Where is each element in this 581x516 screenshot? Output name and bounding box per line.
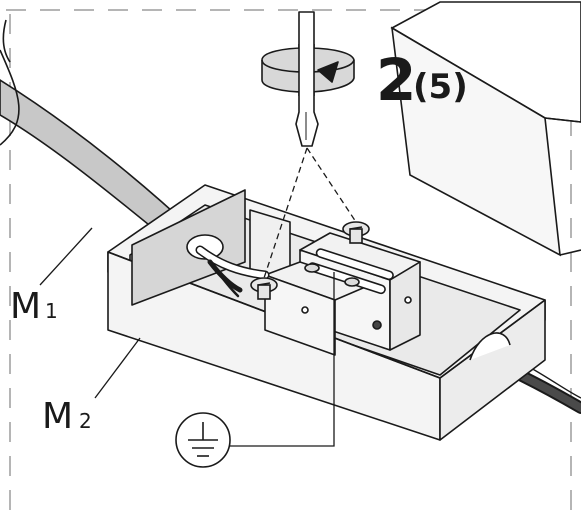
label-m2-main: M: [42, 396, 73, 437]
label-m2-sub: 2: [79, 409, 92, 433]
protective-earth-icon: [175, 412, 231, 468]
guide-lines: [263, 147, 357, 279]
rotate-screwdriver-icon: [261, 44, 355, 96]
label-m1-main: M: [10, 286, 41, 327]
step-number: 2: [376, 46, 416, 114]
leader-lines: [39, 227, 335, 447]
internal-wires: [195, 245, 270, 298]
step-alt-number: (5): [413, 67, 468, 107]
terminal-block: [264, 232, 421, 356]
label-m2: M 2: [42, 396, 92, 437]
step-indicator: 2 (5): [376, 46, 468, 114]
label-m1-sub: 1: [45, 299, 58, 323]
terminal-screw: [250, 221, 370, 300]
background-block: [390, 1, 581, 257]
label-m1: M 1: [10, 286, 58, 327]
